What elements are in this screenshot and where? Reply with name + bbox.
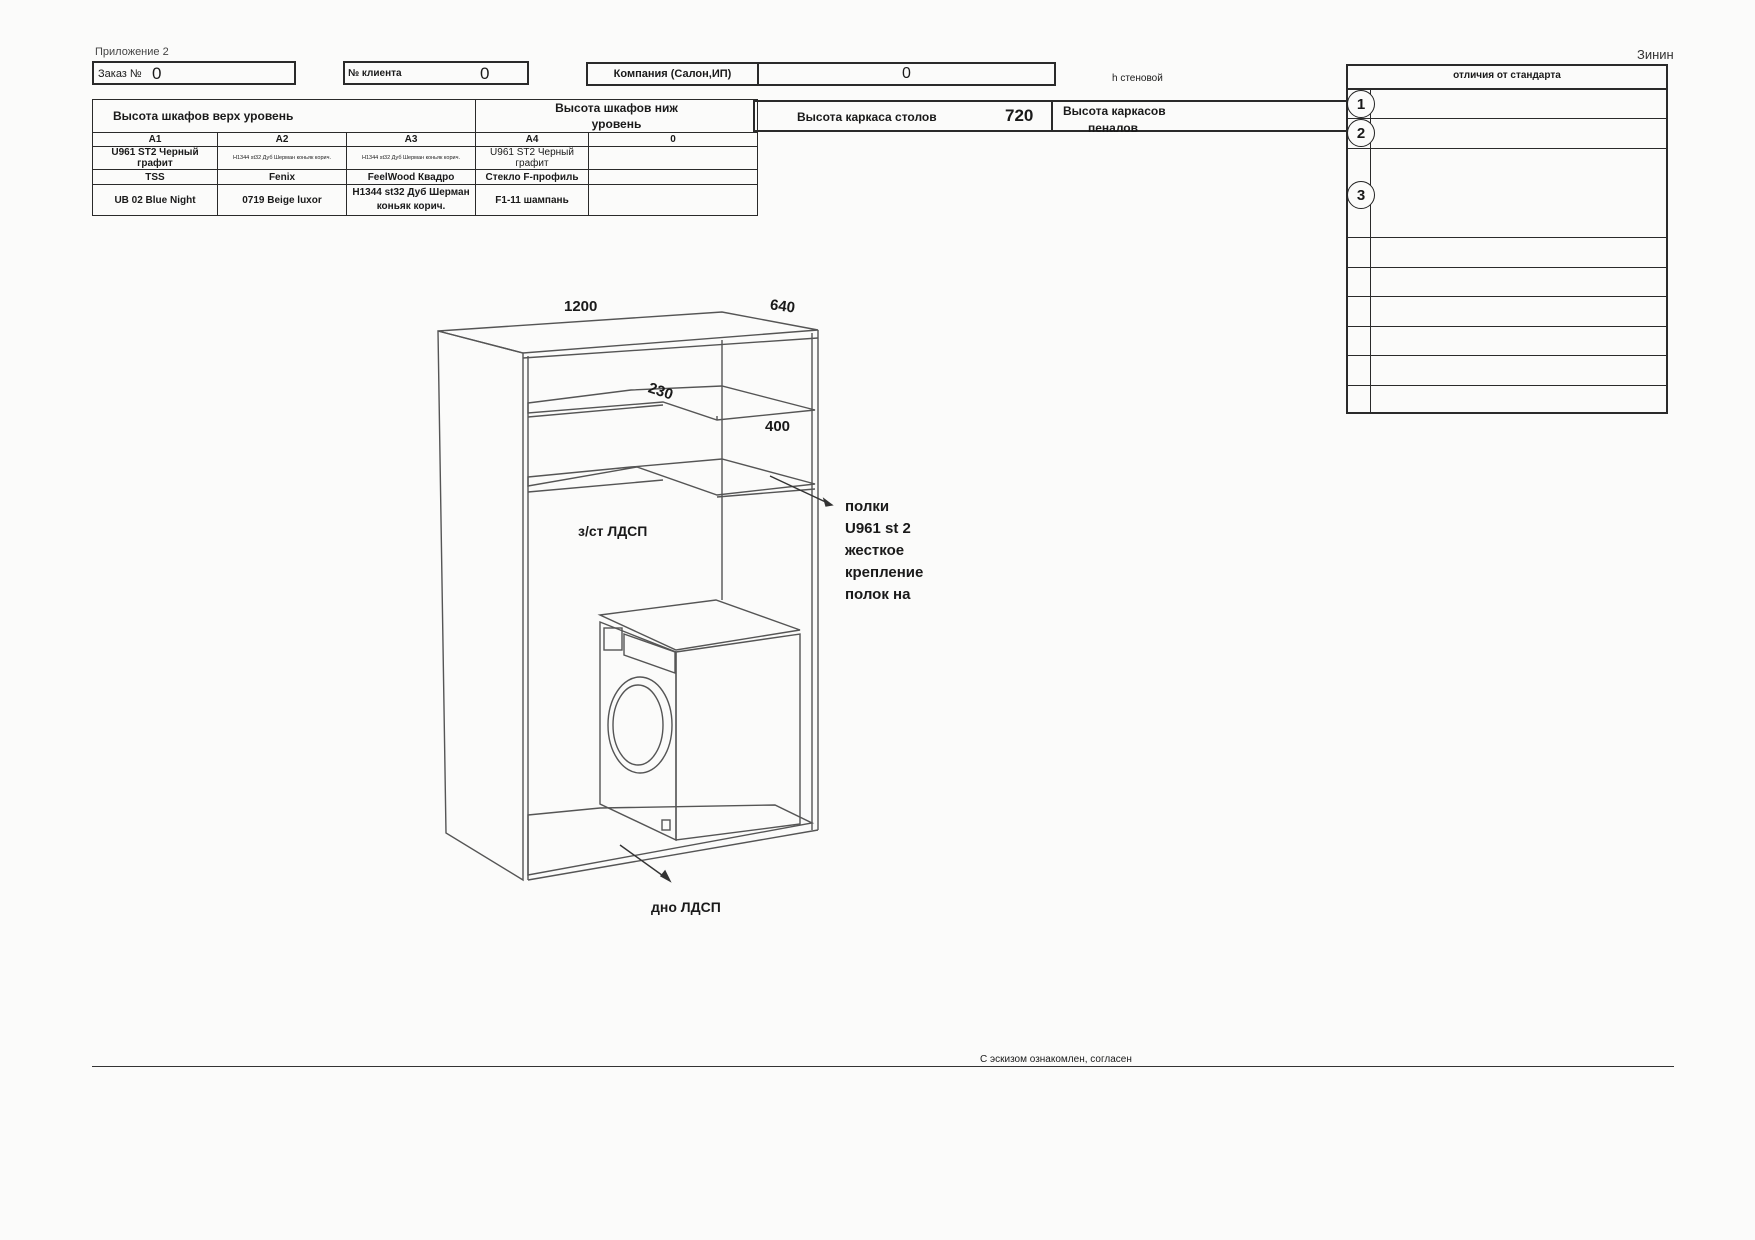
table-cell: H1344 st32 Дуб Шерман коньяк корич. (217, 146, 347, 170)
shelf-upper (527, 385, 816, 421)
bottom-callout-arrowhead (659, 869, 672, 883)
table-cell (588, 184, 758, 216)
lower-cabinets-height-label: Высота шкафов ниж уровень (475, 99, 758, 133)
table-row (1348, 267, 1666, 268)
tall-frame-label-line2: пеналов (1088, 121, 1139, 135)
marker-1: 1 (1347, 90, 1375, 118)
shelf-note-line: полки (845, 498, 890, 515)
table-frame-height: Высота каркаса столов 720 (753, 102, 1053, 130)
client-number-label: № клиента (348, 68, 402, 79)
back-wall-note: з/ст ЛДСП (578, 523, 648, 539)
washer-door-outer (607, 676, 673, 774)
order-number-field[interactable]: Заказ № 0 (92, 61, 296, 85)
shelf-note-line: полок на (845, 586, 911, 603)
company-value: 0 (902, 65, 911, 82)
table-row (1348, 355, 1666, 356)
bottom-note: дно ЛДСП (651, 899, 721, 915)
shelf-callout-arrowhead (822, 497, 834, 507)
lower-label-line1: Высота шкафов ниж (555, 101, 678, 115)
washer-filter-hatch (661, 819, 671, 831)
signature-line (92, 1066, 1674, 1067)
shelf-width-dimension: 400 (765, 418, 791, 435)
table-row (1348, 296, 1666, 297)
company-field[interactable]: Компания (Салон,ИП) 0 (586, 62, 1056, 86)
table-cell: H1344 st32 Дуб Шерман коньяк корич. (346, 184, 476, 216)
differences-title: отличия от стандарта (1348, 66, 1666, 90)
client-number-value: 0 (480, 64, 490, 83)
appendix-label: Приложение 2 (95, 46, 169, 58)
marker-3: 3 (1347, 181, 1375, 209)
table-row (1348, 118, 1666, 119)
bottom-front (527, 829, 819, 881)
table-cell: F1-11 шампань (475, 184, 589, 216)
shelf-lower-front (716, 488, 816, 498)
shelf-lower-back (527, 479, 664, 493)
company-label: Компания (Салон,ИП) (588, 64, 759, 84)
bottom-callout-arrow (619, 844, 667, 879)
table-row: UB 02 Blue Night 0719 Beige luxor H1344 … (92, 184, 758, 216)
depth-dimension: 640 (768, 296, 797, 317)
table-row (1348, 385, 1666, 386)
wall-height-label: h стеновой (1112, 73, 1163, 84)
table-row (1348, 237, 1666, 238)
top-front-edge (522, 337, 819, 359)
table-row (1348, 326, 1666, 327)
shelf-note-line: U961 st 2 (845, 520, 911, 537)
table-row: TSS Fenix FeelWood Квадро Стекло F-профи… (92, 169, 758, 185)
washer-display-panel (623, 633, 676, 674)
table-frame-height-label: Высота каркаса столов (797, 110, 937, 124)
table-cell: 0719 Beige luxor (217, 184, 347, 216)
differences-table: отличия от стандарта 1 2 3 (1346, 64, 1668, 414)
tall-frame-height-label: Высота каркасов пеналов (1063, 103, 1166, 137)
cabinet-bottom-panel (527, 804, 815, 876)
table-row (1348, 148, 1666, 149)
washer-top (597, 599, 801, 651)
table-row: U961 ST2 Черный графит H1344 st32 Дуб Ше… (92, 146, 758, 170)
lower-label-line2: уровень (591, 117, 642, 131)
acknowledgement-text: С эскизом ознакомлен, согласен (980, 1054, 1132, 1065)
shelf-note-line: крепление (845, 564, 924, 581)
marker-column-divider (1370, 88, 1371, 412)
author-name: Зинин (1637, 47, 1674, 62)
shelf-note: полки U961 st 2 жесткое крепление полок … (845, 496, 923, 606)
width-dimension: 1200 (564, 298, 598, 315)
table-cell: U961 ST2 Черный графит (92, 146, 218, 170)
shelf-lower (527, 458, 816, 496)
client-number-field[interactable]: № клиента 0 (343, 61, 529, 85)
washer-control-panel (603, 627, 623, 651)
table-frame-height-value: 720 (1005, 106, 1034, 125)
washer-door-inner (612, 684, 664, 766)
shelf-upper-back (527, 404, 664, 418)
shelf-callout-arrow (769, 475, 833, 506)
washer-side (675, 633, 801, 841)
order-number-label: Заказ № (98, 68, 142, 80)
tall-frame-label-line1: Высота каркасов (1063, 104, 1166, 118)
materials-table: Высота шкафов верх уровень Высота шкафов… (92, 99, 758, 216)
marker-2: 2 (1347, 119, 1375, 147)
table-cell: U961 ST2 Черный графит (475, 146, 589, 170)
cabinet-left-side (437, 330, 524, 882)
shelf-note-line: жесткое (845, 542, 905, 559)
frame-heights-row: Высота каркаса столов 720 Высота каркасо… (753, 100, 1351, 135)
order-number-value: 0 (152, 64, 162, 83)
cabinet-top-panel (437, 311, 819, 354)
